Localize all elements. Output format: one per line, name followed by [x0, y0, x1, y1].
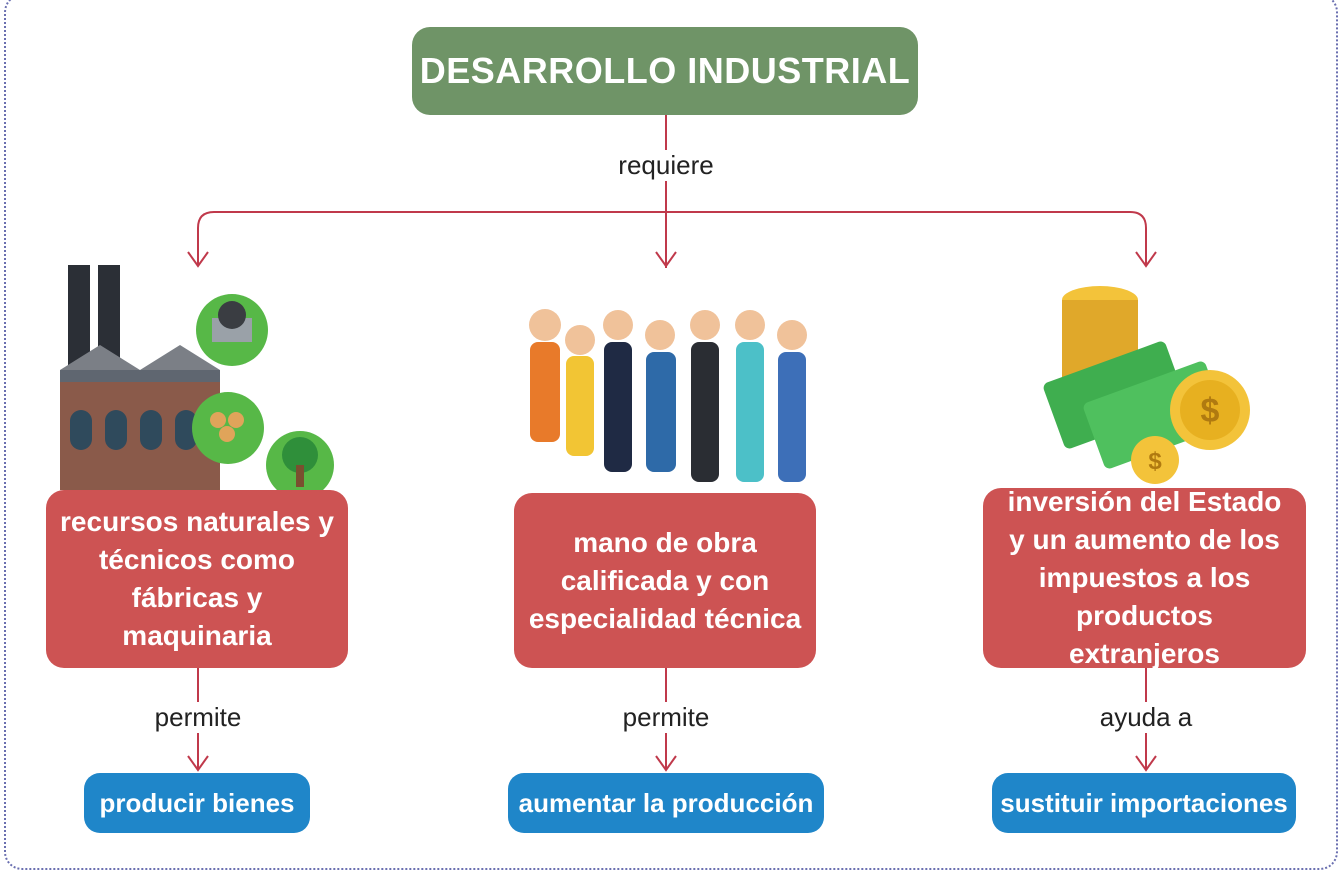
money-icon: $ $ [1043, 286, 1250, 484]
svg-text:$: $ [1148, 448, 1162, 475]
connector-permite-2: permite [618, 702, 714, 733]
result-box-imports: sustituir importaciones [992, 773, 1296, 833]
factory-icon [60, 265, 334, 490]
requirement-box-resources: recursos naturales y técnicos como fábri… [46, 490, 348, 668]
connector-requiere: requiere [614, 150, 718, 181]
result-box-production: aumentar la producción [508, 773, 824, 833]
requirement-box-labor: mano de obra calificada y con especialid… [514, 493, 816, 668]
requirement-box-investment: inversión del Estado y un aumento de los… [983, 486, 1306, 669]
diagram-title: DESARROLLO INDUSTRIAL [412, 27, 918, 115]
workers-icon [529, 309, 807, 482]
diagram-frame [4, 0, 1338, 870]
svg-text:$: $ [1201, 392, 1220, 430]
connector-ayuda: ayuda a [1095, 702, 1197, 733]
connector-permite-1: permite [150, 702, 246, 733]
result-box-goods: producir bienes [84, 773, 310, 833]
